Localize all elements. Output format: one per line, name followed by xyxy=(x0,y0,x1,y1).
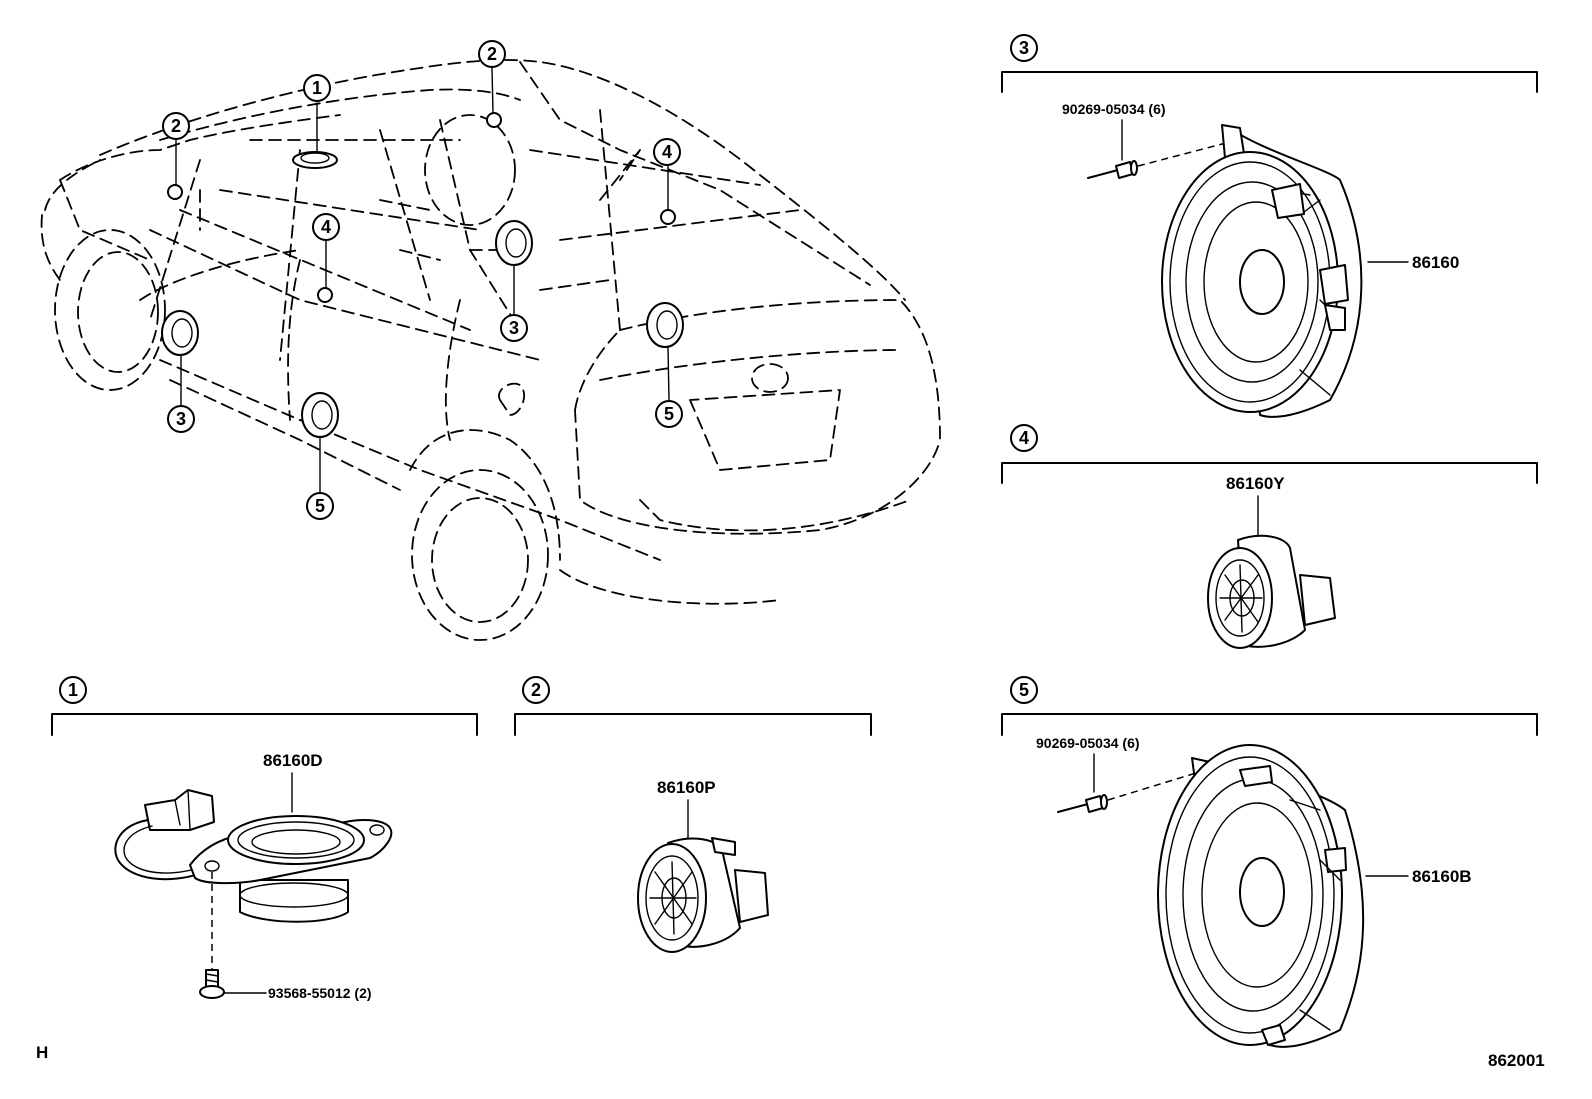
section-2-bracket xyxy=(514,713,872,736)
section-5: 5 90269-05034 (6) 86160B xyxy=(1001,676,1538,1048)
section-4-callout: 4 xyxy=(1019,428,1029,448)
part-label-86160Y: 86160Y xyxy=(1226,474,1285,493)
section-4-bracket xyxy=(1001,462,1538,484)
section-3: 3 90269-05034 (6) 86160 xyxy=(1001,34,1538,418)
part-label-86160B: 86160B xyxy=(1412,867,1472,886)
part-label-rivet-upper: 90269-05034 (6) xyxy=(1062,101,1166,117)
screw-icon xyxy=(199,969,225,999)
section-5-callout: 5 xyxy=(1019,680,1029,700)
section-5-bracket xyxy=(1001,713,1538,736)
rivet-icon xyxy=(1087,160,1138,179)
tweeter-86160P xyxy=(637,837,769,953)
illustration-id: 862001 xyxy=(1488,1051,1545,1070)
callout-2: 2 xyxy=(171,116,181,136)
section-2-callout: 2 xyxy=(531,680,541,700)
section-1-bracket xyxy=(51,713,478,736)
callout-4: 4 xyxy=(321,217,331,237)
callout-circle xyxy=(303,74,331,102)
part-label-86160P: 86160P xyxy=(657,778,716,797)
callout-3: 3 xyxy=(176,409,186,429)
car-illustration xyxy=(40,59,941,641)
rivet-icon xyxy=(1057,794,1108,813)
tweeter-86160Y xyxy=(1207,534,1336,649)
part-label-86160: 86160 xyxy=(1412,253,1459,272)
callout-5: 5 xyxy=(315,496,325,516)
speaker-86160 xyxy=(1161,124,1363,418)
section-3-callout: 3 xyxy=(1019,38,1029,58)
speaker-86160D xyxy=(114,789,393,923)
callout-5: 5 xyxy=(664,404,674,424)
section-3-bracket xyxy=(1001,71,1538,93)
callout-3: 3 xyxy=(509,318,519,338)
car-leader-lines xyxy=(175,67,670,493)
section-2: 2 86160P xyxy=(514,676,872,953)
part-label-86160D: 86160D xyxy=(263,751,323,770)
part-label-screw: 93568-55012 (2) xyxy=(268,985,372,1001)
callout-1: 1 xyxy=(312,78,322,98)
callout-4: 4 xyxy=(662,142,672,162)
section-1: 1 86160D 93568-550 xyxy=(51,676,478,1001)
speaker-86160B xyxy=(1157,744,1365,1048)
section-4: 4 86160Y xyxy=(1001,424,1538,649)
callout-2: 2 xyxy=(487,44,497,64)
car-callouts: 1 2 2 4 4 3 3 5 5 xyxy=(162,40,683,520)
footer-left-code: H xyxy=(36,1043,48,1062)
car-speaker-markers xyxy=(161,112,684,438)
part-label-rivet-lower: 90269-05034 (6) xyxy=(1036,735,1140,751)
section-1-callout: 1 xyxy=(68,680,78,700)
